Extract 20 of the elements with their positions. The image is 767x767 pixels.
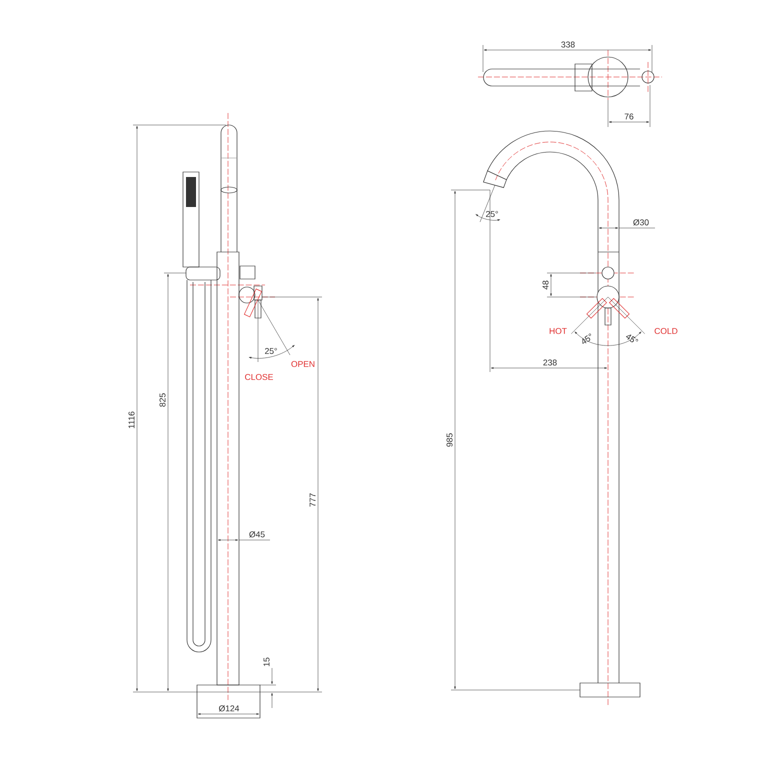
dimension-label: 777 (310, 493, 316, 507)
angle-label: 45° (626, 334, 638, 342)
dimension-label: 76 (624, 114, 634, 120)
angle-label: 25° (486, 211, 498, 217)
dimension-label: Ø45 (249, 531, 265, 538)
dimension-label: 15 (264, 658, 270, 666)
direction-label: CLOSE (245, 374, 273, 380)
dimension-label: 48 (542, 280, 548, 290)
dimension-label: 825 (160, 393, 166, 407)
dimension-label: 985 (446, 433, 452, 447)
dimension-label: 238 (543, 360, 557, 366)
angle-label: 45° (582, 334, 591, 344)
direction-label: COLD (654, 328, 678, 334)
dimension-label: Ø124 (218, 705, 240, 712)
angle-label: 25° (265, 348, 277, 354)
dimension-label: 1116 (128, 412, 134, 428)
direction-label: OPEN (291, 361, 314, 367)
dimension-label: Ø30 (633, 219, 649, 226)
direction-label: HOT (550, 328, 567, 334)
dimension-label: 338 (561, 42, 575, 48)
